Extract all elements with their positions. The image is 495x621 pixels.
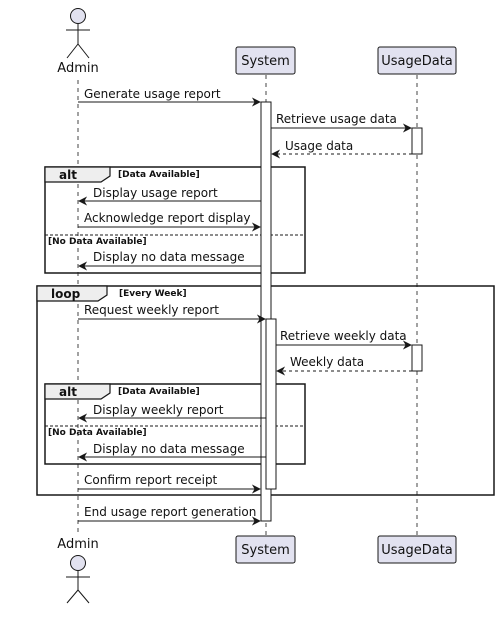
participant-label-usage-data: UsageData [381,543,453,558]
message-label: Generate usage report [84,87,221,101]
message-4: Display usage report [78,186,261,206]
participant-label-usage-data: UsageData [381,54,453,69]
actor-admin-bottom: Admin [57,537,99,604]
message-8: Retrieve weekly data [276,329,412,350]
message-label: Display weekly report [93,403,224,417]
activation-usage-data-2 [411,344,423,372]
message-10: Display weekly report [78,403,266,423]
alt-fragment-1: alt [Data Available] [No Data Available] [44,166,306,274]
message-3: Usage data [271,139,412,159]
participant-system-bottom: System [235,535,296,564]
message-label: Display no data message [93,250,245,264]
message-9: Weekly data [276,355,412,376]
guard-data-available-1: [Data Available] [118,170,200,180]
message-label: Weekly data [290,355,364,369]
activation-system-outer [260,101,272,522]
actor-label-admin: Admin [57,537,98,552]
alt-keyword-1: alt [59,168,77,182]
participant-system-top: System [235,46,296,75]
actor-icon [70,8,86,24]
participant-label-system: System [241,543,289,558]
message-label: Acknowledge report display [84,211,251,225]
message-label: Request weekly report [84,303,219,317]
message-12: Confirm report receipt [78,473,261,494]
guard-data-available-2: [Data Available] [118,387,200,397]
guard-every-week: [Every Week] [119,289,187,299]
message-label: Retrieve weekly data [280,329,407,343]
activation-usage-data-1 [411,127,423,155]
message-label: Confirm report receipt [84,473,218,487]
message-5: Acknowledge report display [78,211,261,232]
guard-no-data-1: [No Data Available] [48,237,147,247]
guard-no-data-2: [No Data Available] [48,428,147,438]
message-11: Display no data message [78,442,266,462]
alt-keyword-2: alt [59,385,77,399]
alt-fragment-2: alt [Data Available] [No Data Available] [44,383,306,465]
actor-icon [70,555,86,571]
participant-usage-data-top: UsageData [377,46,457,75]
message-7: Request weekly report [78,303,266,324]
message-label: End usage report generation [84,505,256,519]
activation-system-inner [265,318,277,490]
participant-label-system: System [241,54,289,69]
message-label: Retrieve usage data [276,112,397,126]
message-2: Retrieve usage data [271,112,412,133]
message-label: Usage data [285,139,353,153]
participant-usage-data-bottom: UsageData [377,535,457,564]
actor-label-admin: Admin [57,61,98,76]
message-13: End usage report generation [78,505,261,526]
message-label: Display usage report [93,186,218,200]
message-1: Generate usage report [78,87,261,107]
message-6: Display no data message [78,250,261,271]
actor-admin-top: Admin [57,8,99,76]
loop-keyword: loop [51,287,81,301]
message-label: Display no data message [93,442,245,456]
